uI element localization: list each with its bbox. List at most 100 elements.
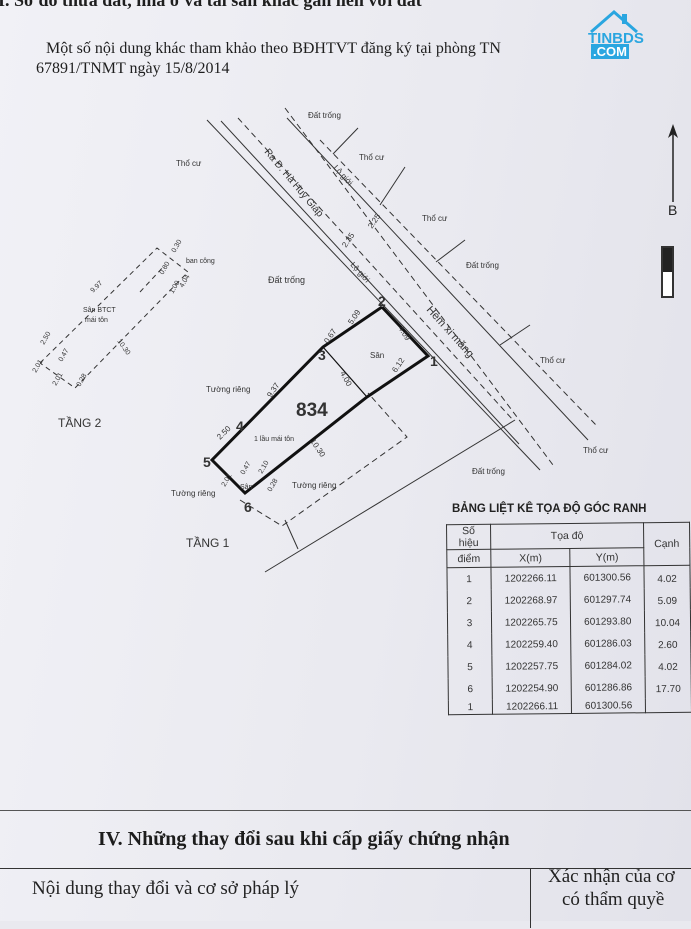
authority-confirmation-label: Xác nhận của cơ [548,866,675,887]
dim-label: 9.97 [90,280,105,295]
table-cell: 601300.56 [570,565,645,589]
dim-label: 4.09 [396,324,412,342]
dim-label: 2.50 [215,424,233,442]
table-cell: 17.70 [645,675,691,699]
dim-label: 4.00 [338,370,354,388]
north-label: B [668,202,678,218]
table-cell: 5.09 [644,587,691,611]
corner-point-5: 5 [203,454,211,470]
empty-land-label: Đất trống [472,467,505,476]
residential-label: Thổ cư [540,356,566,365]
table-cell: điểm [446,549,491,568]
table-cell: Số hiệu [446,524,491,550]
plan-line [239,392,408,527]
col-header-y: Y(m) [595,550,619,564]
dim-label: 2.50 [40,331,53,346]
table-cell: 3 [447,611,492,635]
residential-label: Thổ cư [583,446,609,455]
corner-point-2: 2 [378,293,386,309]
private-wall-label: Tường riêng [171,489,215,498]
plan-line [284,519,299,550]
private-wall-label: Tường riêng [206,385,250,394]
table-cell [645,697,691,713]
col-header-edge: Cạnh [654,537,680,551]
dim-label: 0.60 [159,261,172,276]
alley-edge [286,117,589,441]
road-boundary-dashed [237,117,514,421]
road-name-label: Ra Đ. Hà Huy Giáp [262,147,326,220]
table-cell: 5 [447,655,493,679]
table-cell: 1202265.75 [491,610,572,634]
empty-land-label: Đất trống [466,261,499,270]
watermark-domain: .COM [591,44,629,59]
table-cell: 601284.02 [571,654,646,677]
table-cell: 2 [447,589,492,613]
reference-note-line1: Một số nội dung khác tham khảo theo BĐHT… [46,40,501,57]
section-divider [0,810,691,811]
plan-line [332,127,359,155]
table-cell: Y(m) [570,547,644,567]
floor1-roof-label: 1 lầu mái tôn [254,434,294,443]
table-cell: 1202257.75 [491,654,572,678]
table-cell: Cạnh [643,522,690,566]
dim-label: 2.25 [366,212,382,230]
metal-roof-label: mái tôn [85,317,108,324]
road-edge [220,120,520,445]
plan-line [379,166,406,206]
floor2-label: TẦNG 2 [58,415,102,430]
table-cell: 1202259.40 [491,632,572,656]
table-cell: 1 [446,567,492,591]
table-cell: X(m) [490,548,571,568]
dim-label: 0.30 [171,239,184,254]
plan-line [264,419,516,573]
table-cell: 2.60 [644,631,691,655]
plan-line [139,264,166,293]
changes-content-label: Nội dung thay đổi và cơ sở pháp lý [32,878,300,899]
road-reserve-label: Lộ giới [332,163,355,187]
table-cell: 1202268.97 [491,588,571,612]
corner-point-4: 4 [236,418,244,434]
empty-land-label: Đất trống [268,275,305,285]
table-cell: 1202266.11 [490,566,571,590]
table-cell: 4.02 [644,653,691,677]
private-wall-label: Tường riêng [292,481,336,490]
table-cell: 601293.80 [570,610,645,633]
plan-line [499,324,531,346]
corner-point-6: 6 [244,499,252,515]
dim-label: 0.28 [267,478,280,493]
plan-line [322,346,368,398]
dim-label: 0.67 [322,327,338,345]
table-cell: 1 [448,699,493,715]
col-header-coords: Tọa độ [550,529,584,543]
col-header-x: X(m) [519,551,543,565]
balcony-label: ban công [186,258,215,265]
dim-label: 10.30 [308,437,327,459]
yard-label: Sân [370,351,384,360]
table-cell: 4 [447,633,492,657]
parcel-number: 834 [296,400,328,421]
alley-boundary-dashed [319,139,597,426]
road-edge [206,119,541,471]
corner-point-1: 1 [430,353,438,369]
corner-point-3: 3 [318,347,326,363]
dim-label: 0.47 [58,348,71,363]
changes-table-header [0,868,691,929]
table-cell: 601297.74 [570,588,645,611]
empty-land-label: Đất trống [308,111,341,120]
btct-deck-label: Sân BTCT [83,307,116,314]
table-cell: 601300.56 [571,698,646,714]
coord-table-title: BẢNG LIỆT KÊ TỌA ĐỘ GÓC RANH [452,503,647,515]
authority-confirmation-label-line2: có thẩm quyề [562,889,665,910]
yard-label: Sân [240,484,253,491]
reference-note-line2: 67891/TNMT ngày 15/8/2014 [36,60,230,77]
table-cell: 6 [448,677,493,701]
